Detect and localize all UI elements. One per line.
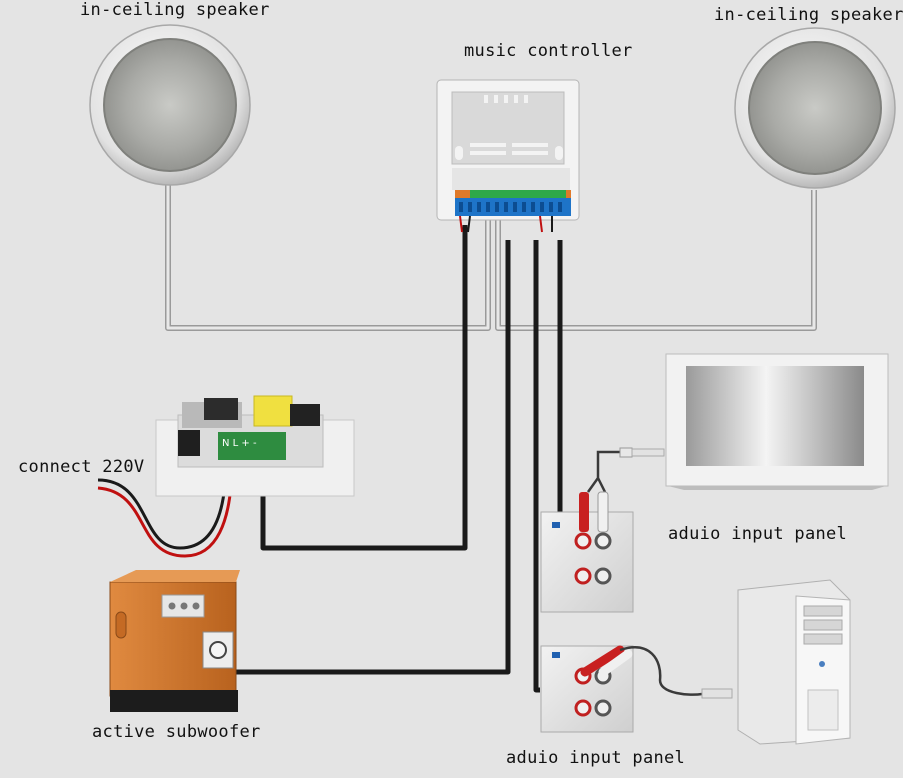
panel-bottom-cable [533, 240, 540, 693]
in-ceiling-speaker-right [734, 27, 896, 189]
in-ceiling-speaker-left [89, 24, 251, 186]
audio-input-panel-top [540, 491, 634, 613]
label-audio-panel-bottom: aduio input panel [506, 748, 686, 768]
label-audio-panel-top: aduio input panel [668, 524, 848, 544]
speaker-cable-right-inner [496, 190, 816, 330]
label-speaker-left: in-ceiling speaker [80, 0, 270, 20]
audio-input-panel-bottom [540, 645, 634, 733]
tv-plug [619, 447, 633, 458]
active-subwoofer [109, 570, 240, 712]
computer-tower [737, 579, 851, 745]
terminal-label: N L + - [222, 438, 257, 449]
power-input-wires [97, 459, 234, 558]
television [665, 353, 889, 490]
label-subwoofer: active subwoofer [92, 722, 261, 742]
subwoofer-cable [236, 240, 511, 675]
power-cable-to-controller [260, 225, 468, 551]
label-music-controller: music controller [464, 41, 633, 61]
power-module: N L + - [155, 395, 355, 497]
speaker-cable-left-inner [166, 185, 490, 330]
pc-plug [701, 688, 733, 699]
label-speaker-right: in-ceiling speaker [714, 5, 903, 25]
music-controller [436, 79, 580, 233]
black-cables [236, 225, 563, 693]
terminal-block [455, 190, 571, 216]
label-power-input: connect 220V [18, 457, 145, 477]
